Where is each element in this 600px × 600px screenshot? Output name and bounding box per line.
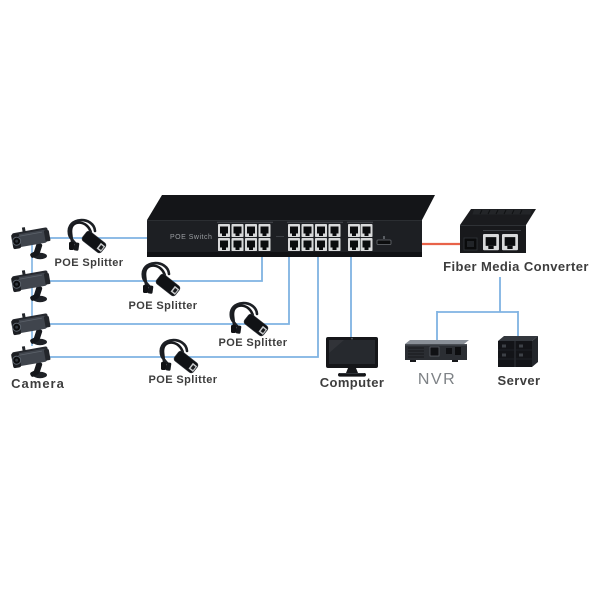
poe-splitter-label-3: POE Splitter bbox=[218, 337, 288, 349]
switch-port-group-1 bbox=[217, 221, 273, 251]
switch-uplink-ports bbox=[347, 221, 373, 251]
fiber-media-converter-icon bbox=[460, 209, 536, 253]
switch-port-group-2 bbox=[287, 221, 343, 251]
nvr-icon bbox=[405, 340, 469, 362]
fiber-media-converter-label: Fiber Media Converter bbox=[443, 259, 589, 274]
switch-sfp-slot bbox=[376, 236, 392, 245]
camera-icon bbox=[10, 341, 52, 379]
poe-switch-icon: POE Switch bbox=[147, 195, 435, 257]
poe-splitter-label-2: POE Splitter bbox=[128, 300, 198, 312]
cable-camera3-switch bbox=[44, 256, 290, 325]
server-icon bbox=[498, 336, 538, 367]
converter-sc-fiber-port bbox=[463, 237, 478, 251]
poe-splitter-label-1: POE Splitter bbox=[54, 257, 124, 269]
nvr-label: NVR bbox=[417, 371, 457, 388]
switch-panel-marking bbox=[276, 236, 284, 237]
computer-label: Computer bbox=[319, 375, 385, 390]
poe-splitter-label-4: POE Splitter bbox=[148, 374, 218, 386]
switch-label-print: POE Switch bbox=[170, 234, 212, 241]
camera-label: Camera bbox=[11, 376, 65, 391]
cable-camera2-switch bbox=[44, 256, 263, 282]
server-label: Server bbox=[497, 373, 541, 388]
cable-camera4-switch bbox=[44, 256, 319, 358]
camera-icon bbox=[10, 265, 52, 303]
computer-icon bbox=[326, 337, 378, 377]
camera-icon bbox=[10, 222, 52, 260]
